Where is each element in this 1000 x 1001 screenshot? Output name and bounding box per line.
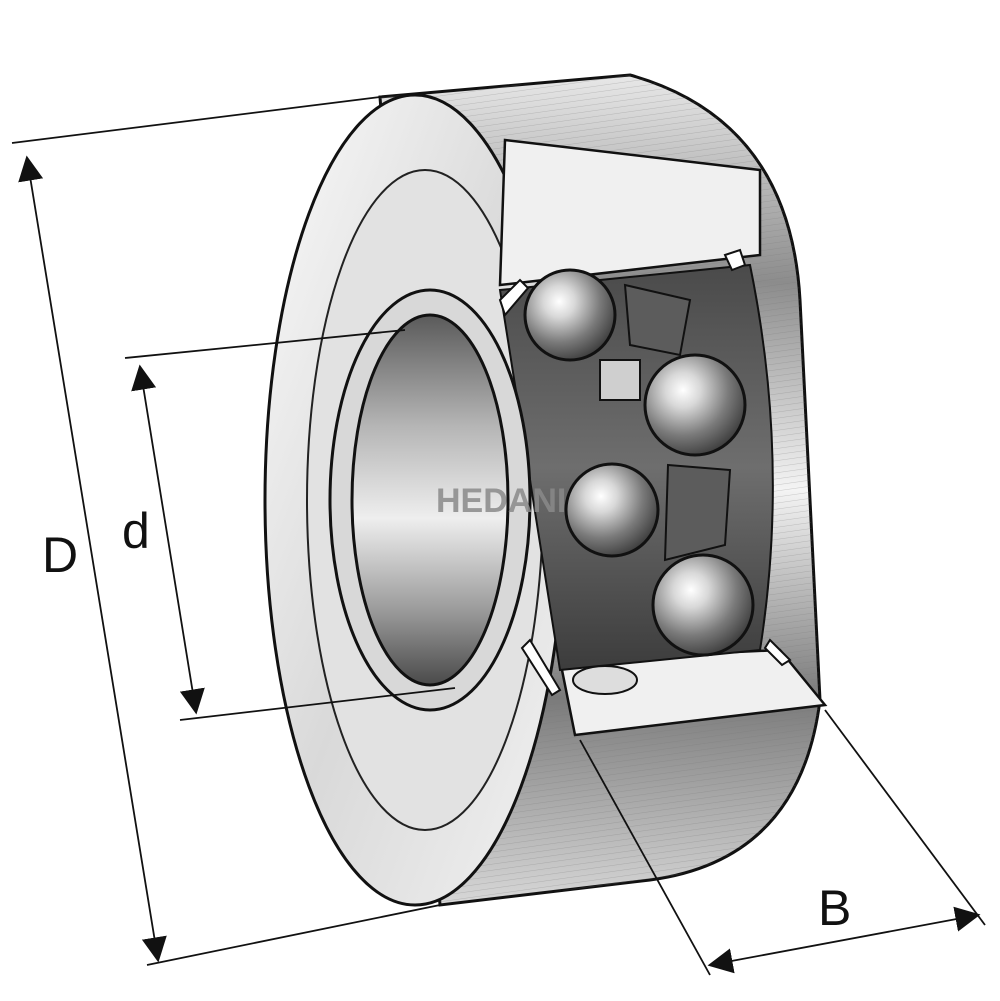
ball [572, 665, 638, 695]
ball [643, 353, 747, 457]
outer-diameter-dimension-line [18, 155, 167, 963]
ball [651, 553, 755, 657]
ball [564, 462, 660, 558]
ball-cage [599, 283, 732, 562]
bore-diameter-label: d [122, 503, 150, 559]
inner-ring-bore [328, 288, 532, 712]
dimension-lines [11, 96, 986, 976]
width-label: B [818, 880, 851, 936]
watermark-text: HEDANI [436, 482, 566, 520]
bore-diameter-dimension-line [131, 364, 205, 715]
cutaway-top [498, 138, 762, 287]
outer-diameter-label: D [42, 527, 78, 583]
seal-clips [498, 248, 792, 697]
ball [523, 268, 617, 362]
balls [523, 268, 755, 695]
width-dimension-line [707, 906, 981, 974]
